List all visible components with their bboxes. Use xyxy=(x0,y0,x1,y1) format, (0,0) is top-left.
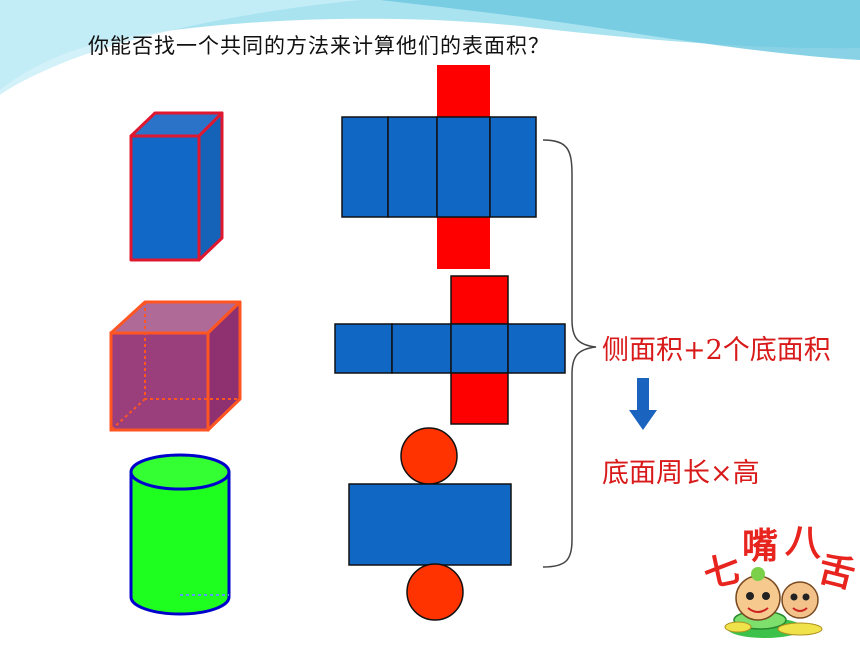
cuboid-net xyxy=(341,65,537,269)
logo: 七 嘴 八 舌 xyxy=(702,522,860,598)
logo-char-4: 舌 xyxy=(814,548,859,596)
slide-title: 你能否找一个共同的方法来计算他们的表面积？ xyxy=(88,34,550,58)
cube-solid xyxy=(109,300,242,432)
cylinder-solid xyxy=(129,453,231,616)
cuboid-solid xyxy=(129,111,224,262)
cube-net xyxy=(334,275,566,425)
formula-lateral-area: 底面周长×高 xyxy=(602,458,760,489)
formula-surface-area: 侧面积+2个底面积 xyxy=(602,335,831,366)
logo-char-1: 七 xyxy=(702,549,744,597)
brace-icon xyxy=(542,139,597,568)
logo-illustration xyxy=(724,567,823,638)
cylinder-net xyxy=(348,427,512,621)
logo-char-3: 八 xyxy=(784,522,825,565)
logo-char-2: 嘴 xyxy=(742,526,778,567)
header-wave xyxy=(0,0,860,95)
net-top-face xyxy=(437,65,490,117)
net-bottom-face xyxy=(437,217,490,269)
down-arrow-icon xyxy=(629,378,657,430)
